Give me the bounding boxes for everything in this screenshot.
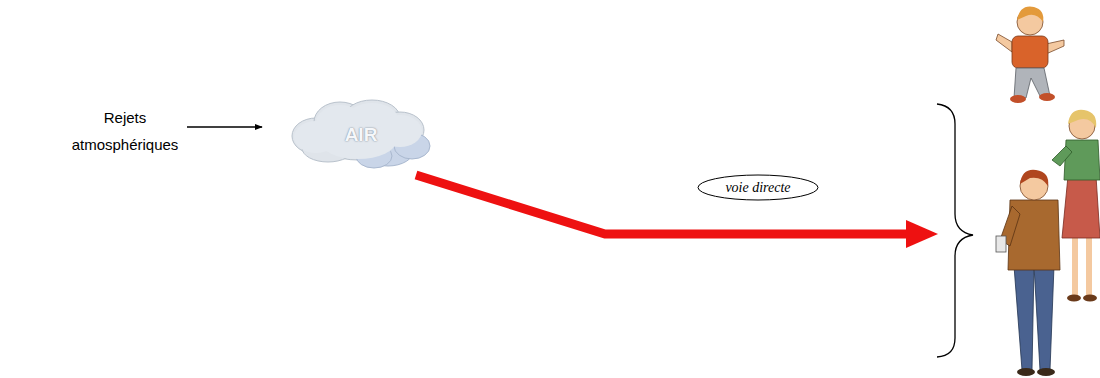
node-text: voie directe: [725, 180, 790, 196]
source-label: Rejets atmosphériques: [62, 104, 188, 158]
exposure-arrow: [416, 175, 938, 248]
man-figure: [996, 170, 1060, 376]
cloud-node: AIR: [288, 98, 434, 172]
child-figure: [996, 7, 1064, 103]
input-arrow: [187, 126, 262, 127]
woman-figure: [1052, 110, 1100, 302]
brace: [937, 104, 973, 357]
node-text: AIR: [345, 124, 378, 146]
pathway-ellipse: voie directe: [697, 174, 819, 201]
